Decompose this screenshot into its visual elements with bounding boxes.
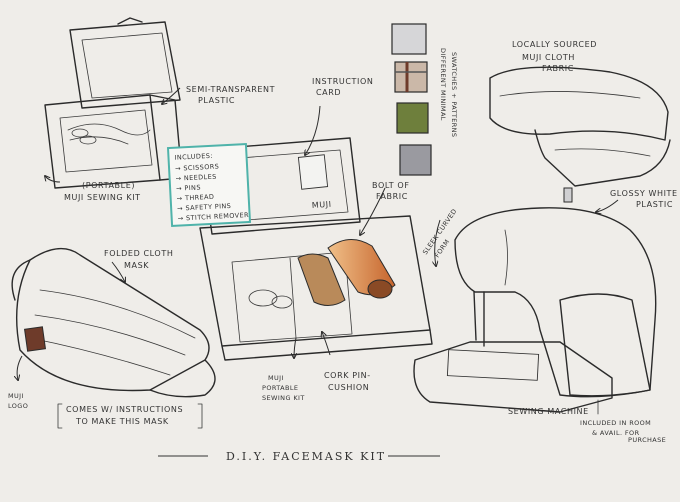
label-included-room: INCLUDED IN ROOM <box>580 419 651 427</box>
label-locally-sourced: LOCALLY SOURCED <box>512 40 597 49</box>
label-fabric: FABRIC <box>542 64 574 73</box>
portable-sewing-kit-drawing <box>44 17 183 189</box>
includes-item: → NEEDLES <box>175 173 216 183</box>
label-comes-with: COMES W/ INSTRUCTIONS <box>66 405 183 414</box>
includes-item: → STITCH REMOVER <box>178 211 250 223</box>
page-title: D.I.Y. FACEMASK KIT <box>226 450 386 463</box>
sewing-machine-drawing <box>413 187 657 413</box>
label-semi-transparent: SEMI-TRANSPARENT <box>186 85 275 94</box>
folded-cloth-mask-drawing <box>11 247 216 398</box>
label-glossy-plastic: PLASTIC <box>636 200 673 209</box>
label-mask: MASK <box>124 261 149 270</box>
label-semi-transparent-2: PLASTIC <box>198 96 235 105</box>
label-portable: (PORTABLE) <box>82 181 135 190</box>
muji-cloth-fabric-drawing <box>489 66 671 187</box>
label-fabric-bolt: FABRIC <box>376 192 408 201</box>
includes-item: → THREAD <box>176 193 214 203</box>
label-glossy-white: GLOSSY WHITE <box>610 189 678 198</box>
label-instruction-card: INSTRUCTION <box>312 77 373 86</box>
label-folded-cloth: FOLDED CLOTH <box>104 249 173 258</box>
label-swatches-2: SWATCHES + PATTERNS <box>450 52 458 137</box>
includes-item: → PINS <box>176 183 201 192</box>
label-muji-small: MUJI <box>268 374 284 382</box>
label-instruction-card-2: CARD <box>316 88 341 97</box>
includes-item: → SAFETY PINS <box>177 202 231 213</box>
label-avail-for: & AVAIL. FOR <box>592 429 640 437</box>
label-muji-sewing-kit: MUJI SEWING KIT <box>64 193 141 202</box>
includes-item: → SCISSORS <box>175 162 219 172</box>
fabric-swatches <box>391 23 432 176</box>
label-muji-cloth: MUJI CLOTH <box>522 53 575 62</box>
label-cushion: CUSHION <box>328 383 369 392</box>
label-bolt-of: BOLT OF <box>372 181 410 190</box>
includes-list: INCLUDES: → SCISSORS → NEEDLES → PINS → … <box>174 152 250 223</box>
label-logo: LOGO <box>8 402 28 410</box>
label-swatches: DIFFERENT MINIMAL <box>439 48 447 121</box>
label-muji-logo: MUJI <box>8 392 24 400</box>
label-sewing-kit-small: SEWING KIT <box>262 394 305 402</box>
label-purchase: PURCHASE <box>628 436 666 444</box>
label-portable-small: PORTABLE <box>262 384 298 392</box>
label-sewing-machine: SEWING MACHINE <box>508 407 589 416</box>
box-brand-muji: MUJI <box>312 200 332 210</box>
label-make-mask: TO MAKE THIS MASK <box>75 417 169 426</box>
label-cork-pin: CORK PIN- <box>324 371 371 380</box>
includes-heading: INCLUDES: <box>174 152 213 162</box>
includes-card <box>166 142 252 228</box>
